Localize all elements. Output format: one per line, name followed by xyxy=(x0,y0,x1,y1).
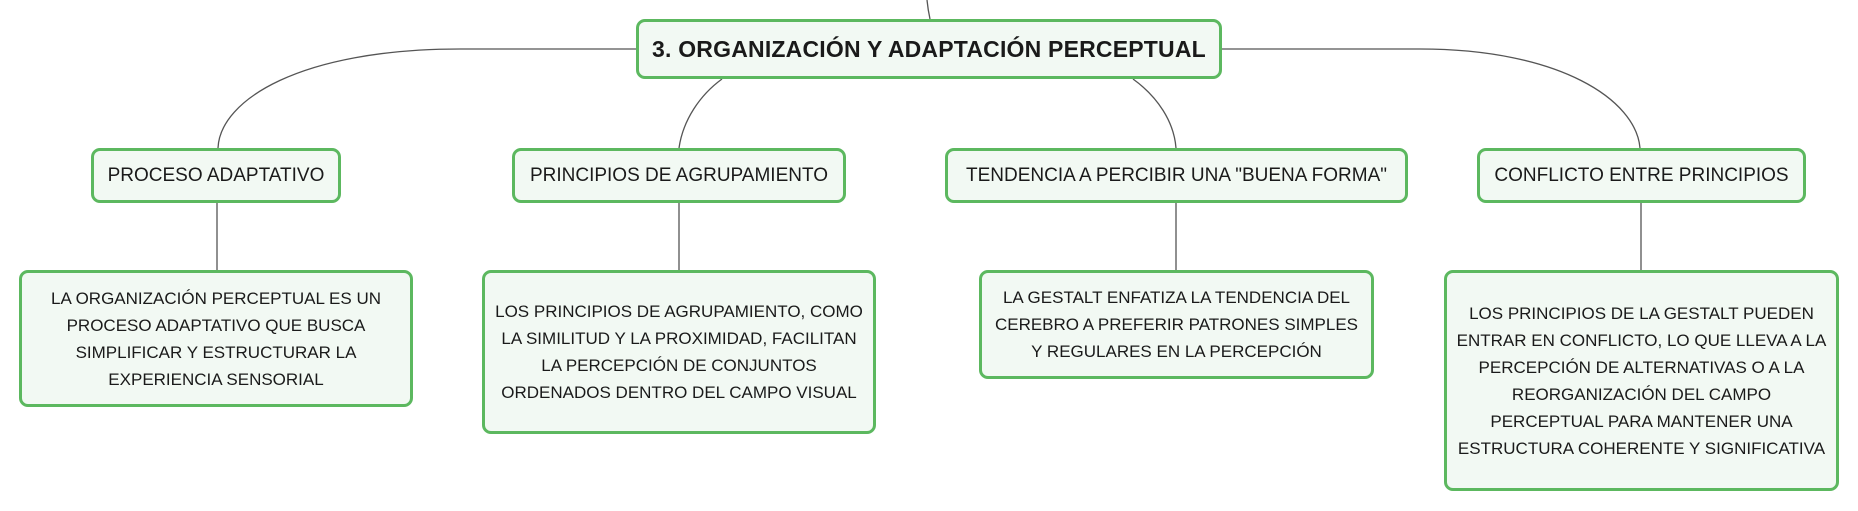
root-topic-title: 3. ORGANIZACIÓN Y ADAPTACIÓN PERCEPTUAL xyxy=(652,35,1206,62)
subtopic-text: LA GESTALT ENFATIZA LA TENDENCIA DEL CER… xyxy=(994,288,1359,361)
connector-root-to-proceso xyxy=(217,48,636,149)
topic-label: PROCESO ADAPTATIVO xyxy=(107,164,325,186)
subtopic-buena-forma-detail[interactable]: LA GESTALT ENFATIZA LA TENDENCIA DEL CER… xyxy=(979,270,1374,379)
subtopic-conflicto-principios-detail[interactable]: LOS PRINCIPIOS DE LA GESTALT PUEDEN ENTR… xyxy=(1444,270,1839,491)
topic-label: TENDENCIA A PERCIBIR UNA "BUENA FORMA" xyxy=(965,164,1388,186)
connector-root-to-principios xyxy=(678,78,723,149)
topic-principios-agrupamiento[interactable]: PRINCIPIOS DE AGRUPAMIENTO xyxy=(512,148,846,203)
connector-root-to-tendencia xyxy=(1132,78,1177,149)
connector-root-to-conflicto xyxy=(1222,48,1641,149)
topic-proceso-adaptativo[interactable]: PROCESO ADAPTATIVO xyxy=(91,148,341,203)
root-topic[interactable]: 3. ORGANIZACIÓN Y ADAPTACIÓN PERCEPTUAL xyxy=(636,19,1222,79)
topic-conflicto-principios[interactable]: CONFLICTO ENTRE PRINCIPIOS xyxy=(1477,148,1806,203)
connector-parent-to-root xyxy=(926,0,931,20)
subtopic-principios-agrupamiento-detail[interactable]: LOS PRINCIPIOS DE AGRUPAMIENTO, COMO LA … xyxy=(482,270,876,434)
topic-label: PRINCIPIOS DE AGRUPAMIENTO xyxy=(529,164,829,186)
subtopic-proceso-adaptativo-detail[interactable]: LA ORGANIZACIÓN PERCEPTUAL ES UN PROCESO… xyxy=(19,270,413,407)
topic-label: CONFLICTO ENTRE PRINCIPIOS xyxy=(1494,164,1789,186)
subtopic-text: LOS PRINCIPIOS DE LA GESTALT PUEDEN ENTR… xyxy=(1456,303,1827,458)
subtopic-text: LOS PRINCIPIOS DE AGRUPAMIENTO, COMO LA … xyxy=(495,302,863,402)
subtopic-text: LA ORGANIZACIÓN PERCEPTUAL ES UN PROCESO… xyxy=(51,288,381,389)
topic-buena-forma[interactable]: TENDENCIA A PERCIBIR UNA "BUENA FORMA" xyxy=(945,148,1408,203)
